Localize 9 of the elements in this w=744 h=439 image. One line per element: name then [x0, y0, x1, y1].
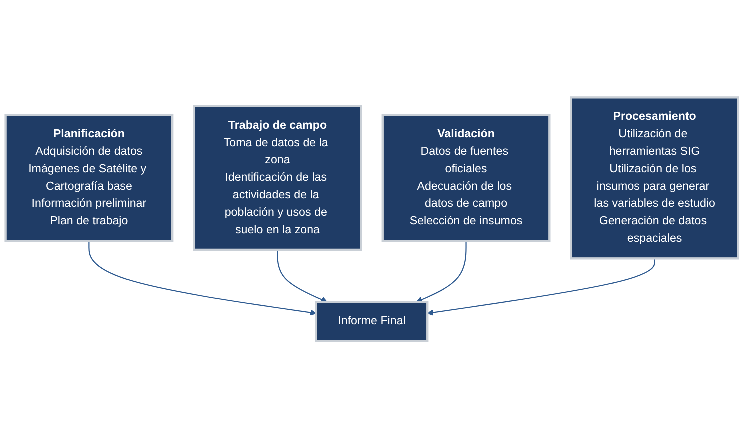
arrow	[88, 241, 317, 316]
node-box	[382, 114, 551, 242]
node-box	[570, 96, 740, 260]
arrow	[427, 258, 656, 316]
arrow	[277, 250, 328, 303]
node-box	[4, 114, 174, 242]
arrow	[416, 241, 467, 303]
node-box	[193, 105, 362, 252]
node-box	[315, 301, 429, 342]
